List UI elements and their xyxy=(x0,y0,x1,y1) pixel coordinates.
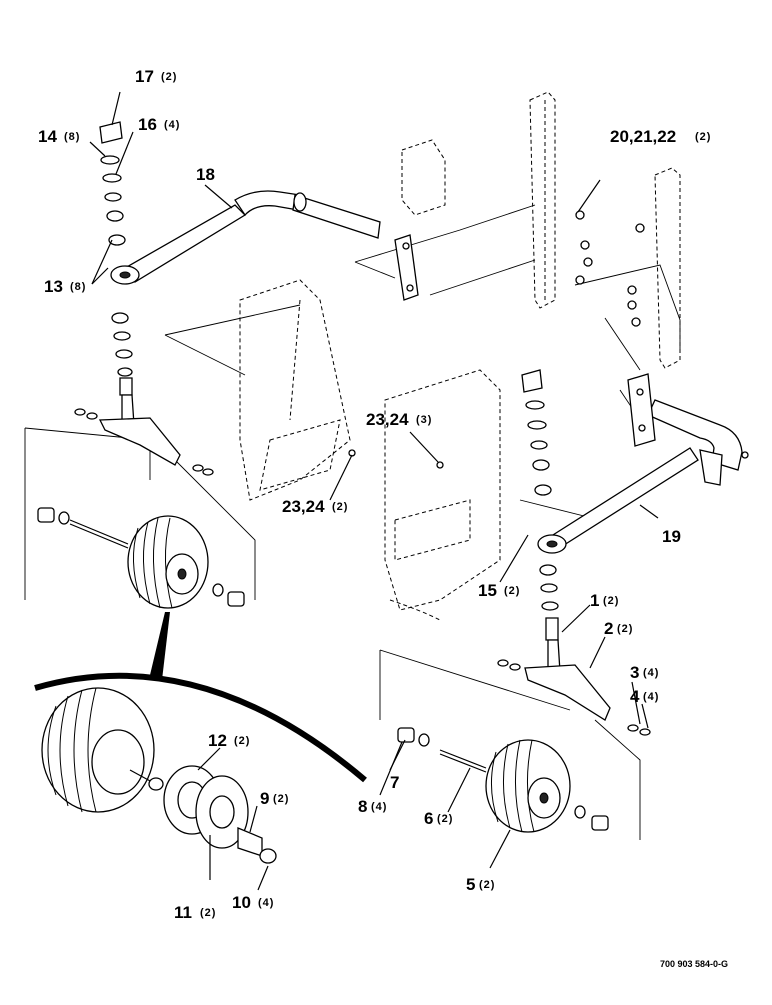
svg-text:12: 12 xyxy=(208,731,227,750)
svg-text:16: 16 xyxy=(138,115,157,134)
svg-text:(4): (4) xyxy=(164,119,180,131)
document-number: 700 903 584-0-G xyxy=(660,959,728,969)
svg-text:(2): (2) xyxy=(234,735,250,747)
svg-text:(2): (2) xyxy=(479,879,495,891)
detail-callout xyxy=(34,612,367,783)
callout-10: 10 (4) xyxy=(232,893,274,912)
leader-lines xyxy=(89,91,659,891)
svg-text:23,24: 23,24 xyxy=(282,497,325,516)
svg-text:11: 11 xyxy=(174,903,192,922)
svg-text:23,24: 23,24 xyxy=(366,410,409,429)
wheel-detail xyxy=(41,687,277,864)
callout-19: 19 xyxy=(662,527,681,546)
callout-13: 13 (8) xyxy=(44,277,86,296)
svg-text:(2): (2) xyxy=(332,501,348,513)
callout-18: 18 xyxy=(196,165,215,184)
spindle-left xyxy=(74,408,214,476)
rear-frame-upright xyxy=(239,91,681,621)
svg-text:(2): (2) xyxy=(437,813,453,825)
svg-text:8: 8 xyxy=(358,797,367,816)
svg-text:18: 18 xyxy=(196,165,215,184)
svg-text:20,21,22: 20,21,22 xyxy=(610,127,676,146)
svg-text:(2): (2) xyxy=(695,131,711,143)
svg-text:(2): (2) xyxy=(504,585,520,597)
svg-text:13: 13 xyxy=(44,277,63,296)
svg-text:9: 9 xyxy=(260,789,269,808)
svg-text:6: 6 xyxy=(424,809,433,828)
callout-1: 1 (2) xyxy=(590,591,619,610)
callout-2: 2 (2) xyxy=(604,619,633,638)
callout-8: 8 (4) xyxy=(358,797,387,816)
callout-15: 15 (2) xyxy=(478,581,520,600)
svg-text:(2): (2) xyxy=(617,623,633,635)
svg-text:17: 17 xyxy=(135,67,154,86)
svg-text:3: 3 xyxy=(630,663,639,682)
svg-text:(2): (2) xyxy=(200,907,216,919)
svg-text:4: 4 xyxy=(630,687,640,706)
callout-11: 11 (2) xyxy=(174,903,216,922)
svg-text:(2): (2) xyxy=(273,793,289,805)
svg-text:(4): (4) xyxy=(371,801,387,813)
callout-17: 17 (2) xyxy=(135,67,177,86)
callout-16: 16 (4) xyxy=(138,115,180,134)
right-hardware-stack xyxy=(521,369,561,673)
callout-23-24-a: 23,24 (3) xyxy=(366,410,432,429)
callout-20-21-22: 20,21,22 (2) xyxy=(610,127,711,146)
svg-text:19: 19 xyxy=(662,527,681,546)
svg-text:(8): (8) xyxy=(64,131,80,143)
svg-text:(2): (2) xyxy=(603,595,619,607)
svg-text:(8): (8) xyxy=(70,281,86,293)
svg-text:7: 7 xyxy=(390,773,399,792)
wheel-right xyxy=(397,727,609,833)
callout-7: 7 xyxy=(390,773,399,792)
callout-12: 12 (2) xyxy=(208,731,250,750)
callout-14: 14 (8) xyxy=(38,127,80,146)
callout-6: 6 (2) xyxy=(424,809,453,828)
svg-text:10: 10 xyxy=(232,893,251,912)
wheel-left-upper xyxy=(37,507,245,609)
svg-text:15: 15 xyxy=(478,581,497,600)
frame-bolts xyxy=(348,210,749,469)
svg-text:(3): (3) xyxy=(416,414,432,426)
axle-arm-right xyxy=(537,373,743,554)
spindle-right xyxy=(497,659,651,736)
svg-text:5: 5 xyxy=(466,875,475,894)
callout-23-24-b: 23,24 (2) xyxy=(282,497,348,516)
svg-text:2: 2 xyxy=(604,619,613,638)
callout-5: 5 (2) xyxy=(466,875,495,894)
axle-arm-left xyxy=(110,190,419,301)
callout-9: 9 (2) xyxy=(260,789,289,808)
svg-text:14: 14 xyxy=(38,127,57,146)
svg-text:(4): (4) xyxy=(643,691,659,703)
svg-text:(2): (2) xyxy=(161,71,177,83)
callout-4: 4(4) xyxy=(630,687,659,706)
svg-text:(4): (4) xyxy=(258,897,274,909)
svg-text:(4): (4) xyxy=(643,667,659,679)
svg-text:1: 1 xyxy=(590,591,599,610)
callout-3: 3 (4) xyxy=(630,663,659,682)
left-hardware-stack xyxy=(99,121,135,426)
